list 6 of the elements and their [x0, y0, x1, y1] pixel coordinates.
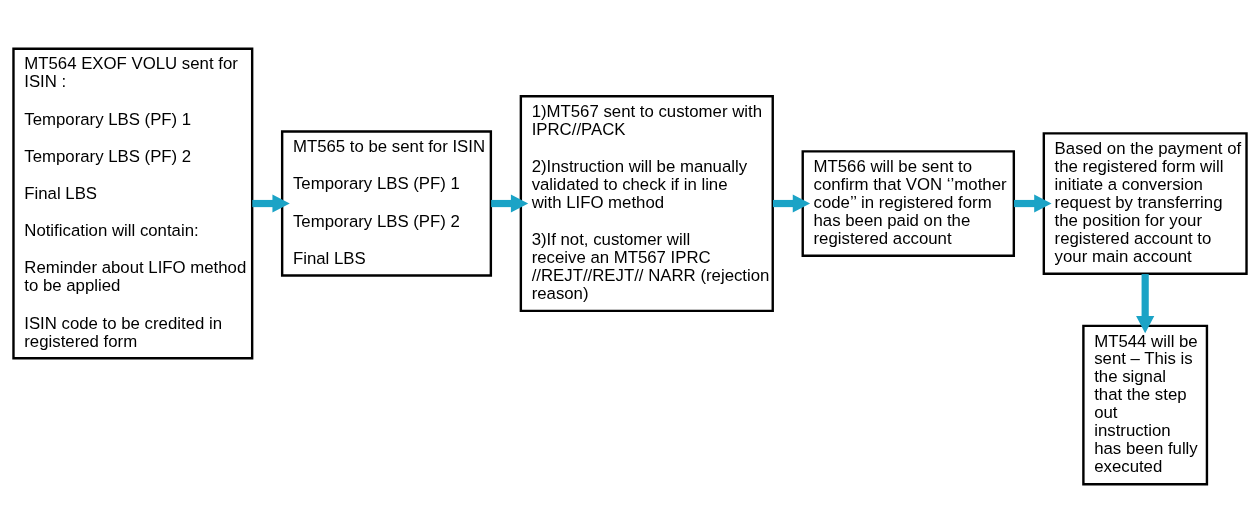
- node-box: Based on the payment of the registered form will initiate a conversion request by transferring the position for your registered account to your main account: [1042, 131, 1248, 275]
- node-box: 1)MT567 sent to customer with IPRC//PACK 2)Instruction will be manually validated to check if in line with LIFO method 3)If not, customer will receive an MT567 IPRC //REJT//REJT// NARR (rejection reason): [519, 94, 774, 312]
- node-box: MT564 EXOF VOLU sent for ISIN : Temporary LBS (PF) 1 Temporary LBS (PF) 2 Final LBS Notification will contain: Reminder about LIFO method to be applied ISIN code to be credited in registered form: [12, 47, 254, 359]
- node-box: MT566 will be sent to confirm that VON ‘’mother code’’ in registered form has been paid on the registered account: [801, 149, 1016, 257]
- node-box: MT565 to be sent for ISIN Temporary LBS (PF) 1 Temporary LBS (PF) 2 Final LBS: [280, 129, 493, 277]
- node-box: MT544 will be sent – This is the signal that the step out instruction has been fully executed: [1082, 324, 1209, 485]
